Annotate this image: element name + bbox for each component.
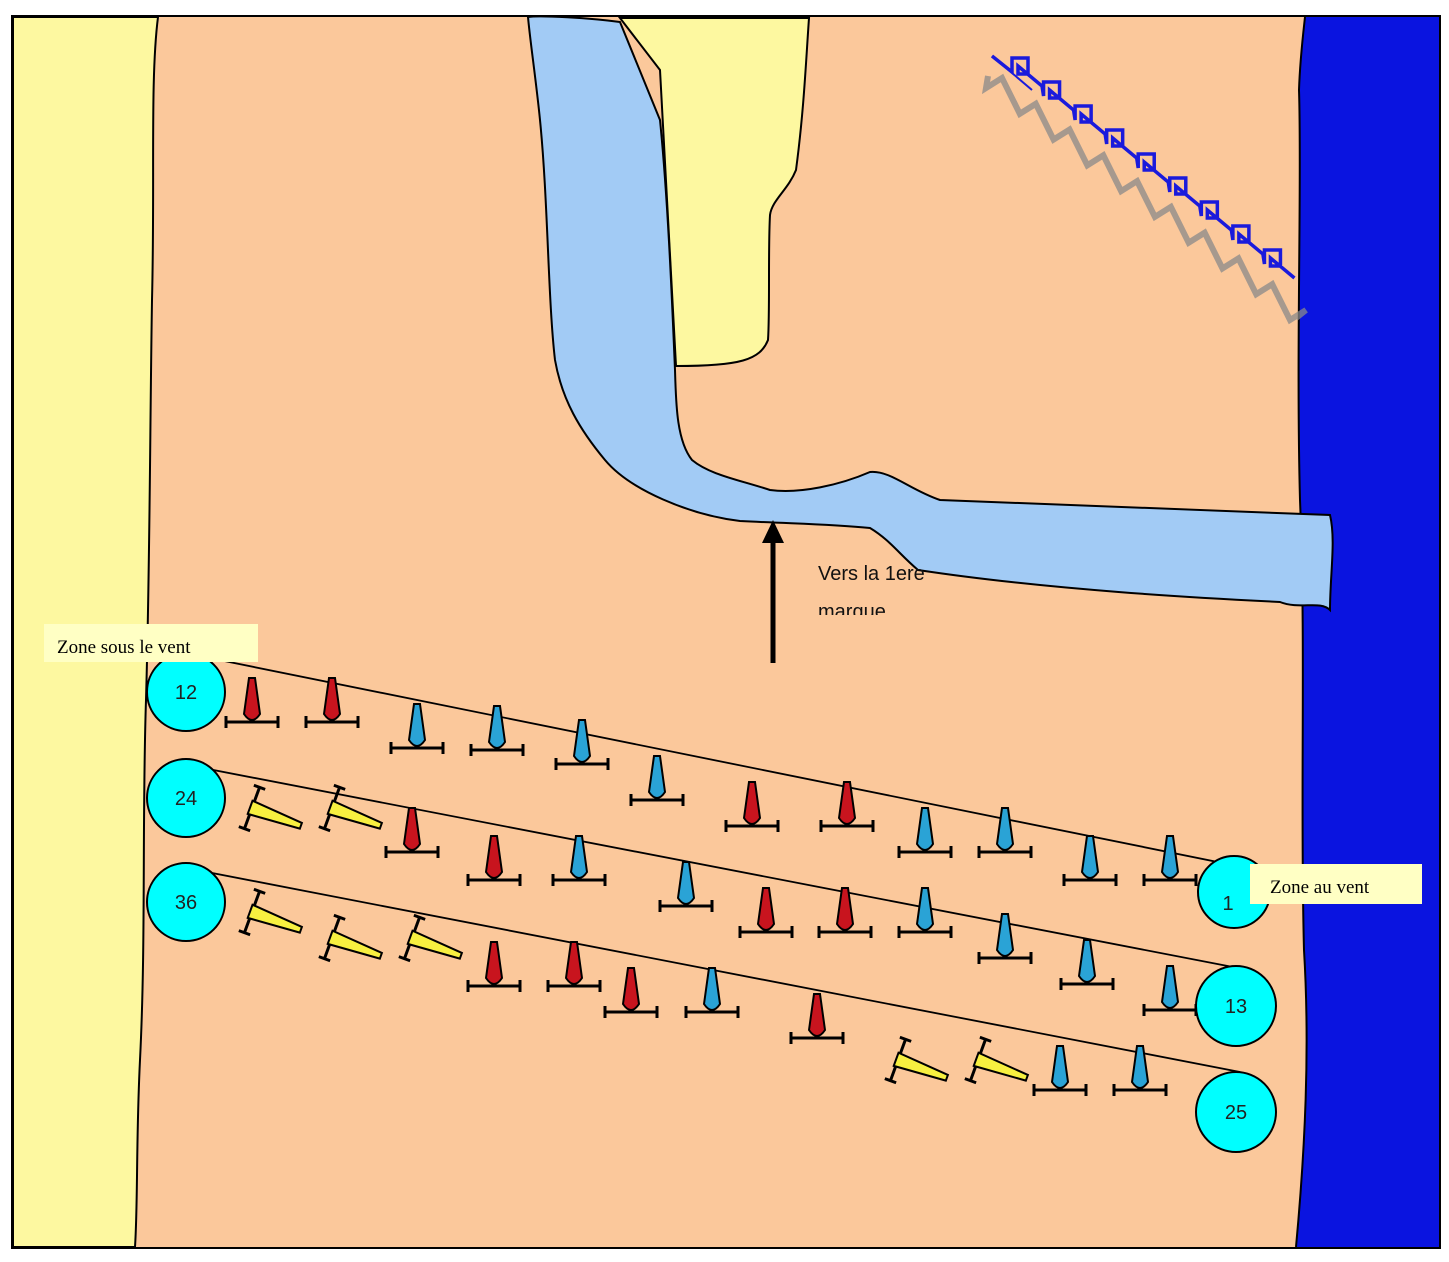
boat-marker-yellow — [398, 913, 464, 963]
boat-marker-blue — [389, 703, 445, 754]
boat-marker-blue — [977, 913, 1033, 964]
fence-shadow — [981, 73, 1308, 325]
mark-24: 24 — [146, 758, 226, 838]
boat-marker-blue — [1142, 835, 1198, 886]
mark-13-label: 13 — [1225, 996, 1247, 1018]
fence-tip — [991, 55, 1033, 91]
boat-marker-blue — [684, 967, 740, 1018]
river — [526, 15, 1334, 613]
boat-marker-blue — [897, 807, 953, 858]
row-line-24-to-13 — [171, 761, 1239, 969]
boat-marker-blue — [469, 705, 525, 756]
boat-marker-blue — [1032, 1045, 1088, 1096]
boat-marker-red — [789, 993, 845, 1044]
boat-markers — [224, 677, 1198, 1096]
boat-marker-red — [466, 941, 522, 992]
boat-marker-red — [384, 807, 440, 858]
boat-marker-yellow — [238, 887, 304, 937]
boat-marker-blue — [629, 755, 685, 806]
mark-36-label: 36 — [175, 892, 197, 914]
decorative-fence — [981, 54, 1308, 325]
boat-marker-red — [724, 781, 780, 832]
boat-marker-red — [819, 781, 875, 832]
boat-marker-blue — [658, 861, 714, 912]
boat-marker-yellow — [238, 783, 304, 833]
arrow-label-line2-clip: marque — [818, 601, 886, 623]
zone-windward-label-box: Zone au vent — [1250, 864, 1422, 904]
boat-marker-red — [738, 887, 794, 938]
boat-marker-yellow — [884, 1035, 950, 1085]
mark-13: 13 — [1195, 965, 1277, 1047]
top-land-strip — [617, 17, 811, 368]
mark-25-label: 25 — [1225, 1102, 1247, 1124]
boat-marker-red — [603, 967, 659, 1018]
boat-marker-red — [466, 835, 522, 886]
boat-marker-blue — [554, 719, 610, 770]
boat-marker-red — [546, 941, 602, 992]
boat-marker-red — [817, 887, 873, 938]
boat-marker-yellow — [318, 913, 384, 963]
boat-marker-blue — [977, 807, 1033, 858]
fence-pattern — [990, 54, 1296, 280]
boat-marker-red — [304, 677, 360, 728]
sea-area — [1296, 17, 1439, 1247]
boat-marker-blue — [897, 887, 953, 938]
arrow-label-line2: marque — [818, 601, 886, 623]
mark-1-label: 1 — [1222, 893, 1233, 915]
mark-12: 12 — [146, 652, 226, 732]
boat-marker-yellow — [318, 783, 384, 833]
zone-leeward-label-box: Zone sous le vent — [44, 624, 258, 662]
mark-25: 25 — [1195, 1071, 1277, 1153]
boat-marker-yellow — [964, 1035, 1030, 1085]
direction-arrow-head — [762, 520, 784, 543]
boat-marker-blue — [1059, 939, 1115, 990]
boat-marker-blue — [1062, 835, 1118, 886]
boat-marker-blue — [551, 835, 607, 886]
mark-24-label: 24 — [175, 788, 197, 810]
mark-36: 36 — [146, 862, 226, 942]
mark-12-label: 12 — [175, 682, 197, 704]
zone-leeward-label: Zone sous le vent — [57, 637, 191, 658]
boat-marker-blue — [1112, 1045, 1168, 1096]
arrow-label-line1: Vers la 1ere — [818, 563, 925, 585]
boat-marker-red — [224, 677, 280, 728]
zone-windward-label: Zone au vent — [1270, 877, 1370, 898]
